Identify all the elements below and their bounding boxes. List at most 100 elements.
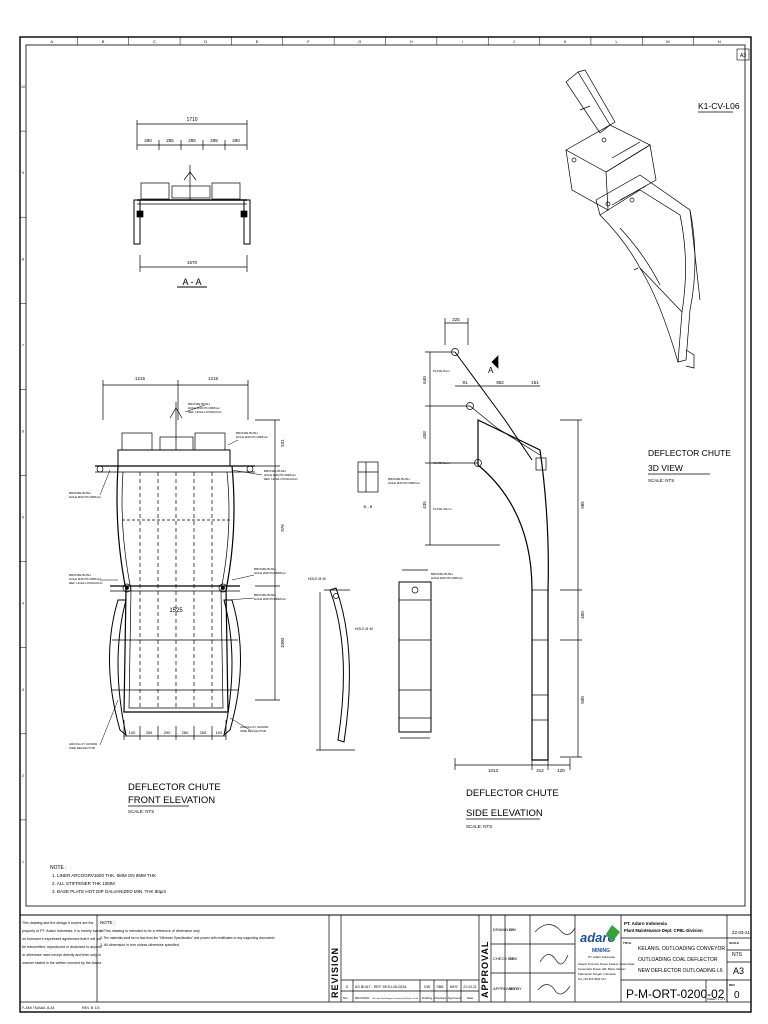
side-dim-952: 952 [496,380,504,385]
front-bottom-dim-3: 290 [164,730,171,735]
svg-text:property of PT. Adaro Indonesi: property of PT. Adaro Indonesia. It is m… [22,929,104,933]
rev-label: REV [729,983,735,987]
svg-text:be transmitted, reproduced or: be transmitted, reproduced or disclosed … [22,945,102,949]
notes-heading: NOTE : [50,865,67,871]
tb-note-2: 2. The materials shall be no less than t… [100,936,275,940]
view3d-tag: K1-CV-L06 [698,101,740,111]
side-dim-bottom-1: 1013 [488,768,499,773]
grid-col-label: J [513,39,515,44]
tb-date: 22-03-21 [732,930,751,935]
svg-text:This drawing and the design it: This drawing and the design it covers ar… [22,921,94,925]
rev-head-no: NO. [343,996,349,1000]
grid-col-label: C [153,39,156,44]
side-plate-3: PLATE 20mm [433,507,452,511]
front-height-dim-2: 976 [280,524,285,532]
tb-note-1: 1. This drawing is intended to be a refe… [100,929,200,933]
view3d-title-1: DEFLECTOR CHUTE [648,448,731,458]
grid-col-label: A [50,39,53,44]
side-plate-2: PLATE 8mm [433,461,450,465]
signature-check [539,954,569,965]
grid-row-label: 4 [22,602,24,606]
front-bottom-dim-6: 100 [216,730,223,735]
signature-approved [537,984,571,995]
grid-row-label: 10 [21,85,25,89]
front-bottom-dim-2: 265 [146,730,153,735]
svg-text:Kelanis Terminal, Dusun Kelani: Kelanis Terminal, Dusun Kelanis, Pulau D… [578,962,635,966]
grid-row-label: 2 [22,774,24,778]
view3d-title-2: 3D VIEW [648,463,683,473]
svg-text:Tel: +62 526 2092 073: Tel: +62 526 2092 073 [578,977,606,981]
rev-row-approved: MHY [450,985,459,989]
title-block [19,914,752,1013]
detail-label: B - B [364,504,373,509]
side-dim-v5: 400 [580,611,585,619]
drawing-number: P-M-ORT-0200-02 [626,987,725,1001]
aa-dim-4: 285 [210,138,218,143]
aa-dim-3: 285 [188,138,196,143]
form-revision: REV. B 1/3 [82,1006,99,1010]
outer-frame [19,36,752,1013]
front-title-2: FRONT ELEVATION [128,795,215,806]
grid-row-label: 1 [22,860,24,864]
chute-3d-view [565,69,701,369]
side-title-2: SIDE ELEVATION [466,808,543,819]
aa-dim-2: 285 [166,138,174,143]
title-label: TITLE [623,941,631,945]
grid-col-label: H [410,39,413,44]
detail-hole: HOLE Ø 40 [308,577,326,581]
side-dim-v2: 458 [422,431,427,439]
view3d-scale: SCALE: NTS [648,478,674,483]
front-top-dim-2: 1215 [208,376,219,381]
department: Plant Maintenance Dept. CPBL-Division [624,928,703,933]
side-dim-v6: 500 [580,696,585,704]
aa-dim-5: 290 [232,138,240,143]
side-dim-bottom-2: 312 [536,768,544,773]
side-dim-v3: 435 [422,501,427,509]
grid-row-label: 7 [22,343,24,347]
grid-row-label: 5 [22,516,24,520]
side-title-1: DEFLECTOR CHUTE [466,788,559,799]
grid-row-label: 3 [22,688,24,692]
tb-note-heading: NOTE : [100,920,115,925]
grid-col-label: G [358,39,361,44]
title-line-3: NEW DEFLECTOR OUTLOADING L6 [638,968,723,974]
side-elevation-view [425,318,582,770]
front-height-dim-3: 1000 [280,637,285,648]
front-bottom-dim-4: 280 [182,730,189,735]
grid-col-label: K [564,39,567,44]
address: Kelanis Terminal, Dusun Kelanis, Pulau D… [578,962,635,981]
scale-label: SCALE [729,941,739,945]
aa-dim-1: 290 [144,138,152,143]
company-name: PT. Adaro Indonesia [624,921,667,926]
front-width-label: 1525 [169,608,183,614]
svg-text:on borrower's expressed agreem: on borrower's expressed agreement that i… [22,937,101,941]
approval-label: APPROVAL [480,941,490,998]
front-scale: SCALE: NTS [128,809,154,814]
aa-total-width: 1710 [186,117,197,123]
check-by-name: SBB [509,956,517,961]
check-by-label: CHECK BY [493,956,514,961]
approved-by-label: APPROVED BY [493,986,522,991]
rev-head-title: Title / Info Detail Diagram Drawing Tag … [372,997,418,1000]
grid-row-label: 6 [22,429,24,433]
rev-head-date: Date [467,996,474,1000]
side-plate-1: PLATE 8mm [433,369,450,373]
svg-text:Kecamatan Dusun Hilir, Barito: Kecamatan Dusun Hilir, Barito Selatan [578,967,626,971]
sheet-info: SHEET 1 of 1 [707,997,726,1001]
front-bottom-dim-5: 265 [200,730,207,735]
svg-text:manner stated in the written c: manner stated in the written consent by … [22,961,102,965]
note-1: 1. LINER ARCOGRV1600 THK. 6MM ON 8MM THK [52,873,156,878]
adaro-logo: adaro MINING PT. Adaro Indonesia [580,925,620,959]
front-height-dim-1: 531 [280,439,285,447]
